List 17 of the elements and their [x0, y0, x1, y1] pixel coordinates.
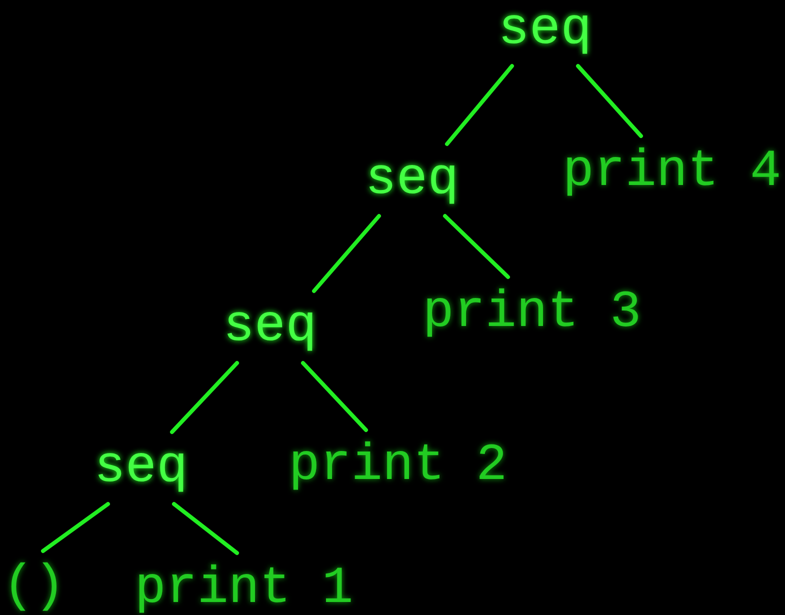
tree-edge [301, 361, 368, 432]
tree-edge [312, 214, 381, 293]
node-label: print 2 [288, 440, 508, 492]
node-label: seq [223, 301, 317, 353]
tree-edge [41, 502, 110, 553]
node-label: () [2, 561, 66, 613]
tree-edge [443, 214, 510, 279]
tree-edge [576, 64, 643, 138]
tree-edge [445, 64, 514, 146]
tree-edge [172, 502, 239, 555]
node-label: print 3 [422, 287, 642, 339]
node-label: print 1 [134, 563, 354, 615]
tree-edge [170, 361, 239, 434]
node-label: seq [365, 154, 459, 206]
node-label: seq [94, 442, 188, 494]
node-label: print 4 [562, 146, 782, 198]
node-label: seq [498, 4, 592, 56]
